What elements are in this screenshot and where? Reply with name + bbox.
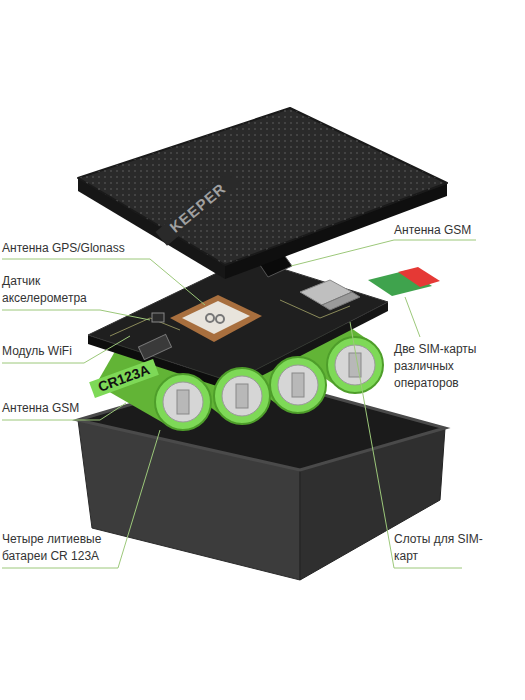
sim-cards-icon (368, 267, 440, 296)
callout-label: Четыре литиевые батареи CR 123A (2, 531, 120, 565)
callout-label: Антенна GSM (2, 400, 112, 417)
pcb-trace (110, 318, 180, 336)
leader-line (2, 310, 150, 320)
callout-label: Две SIM-карты различных операторов (394, 341, 512, 392)
gps-feed (206, 314, 214, 322)
wifi-module (138, 334, 171, 359)
leader-line (2, 430, 160, 568)
leader-line (405, 297, 420, 337)
battery-cap (155, 374, 211, 430)
battery-caps (155, 337, 383, 430)
brand-logo: KEEPER (155, 170, 240, 245)
sim-card-red (398, 267, 440, 287)
leader-lines (2, 240, 476, 568)
callout-label: Антенна GPS/Glonass (2, 240, 152, 257)
sim-slot (322, 292, 360, 310)
callout-label: Датчик акселерометра (2, 273, 114, 307)
callout-label: Антенна GSM (394, 222, 519, 239)
callout-label: Модуль WiFi (2, 343, 112, 360)
leader-line (291, 240, 476, 266)
callout-label: Слоты для SIM-карт (394, 531, 504, 565)
battery-cap (270, 357, 326, 413)
lid-top (78, 108, 447, 265)
gps-feed (216, 315, 224, 323)
battery-cap (214, 368, 270, 424)
lid-texture (78, 108, 447, 265)
housing-lid (78, 108, 447, 279)
battery-cap (327, 337, 383, 393)
battery-marking: CR123A (89, 359, 159, 398)
gps-patch-face (182, 301, 250, 334)
leader-line (350, 322, 462, 568)
leader-line (2, 336, 130, 363)
gps-patch (170, 295, 262, 342)
accelerometer-chip (152, 313, 164, 322)
